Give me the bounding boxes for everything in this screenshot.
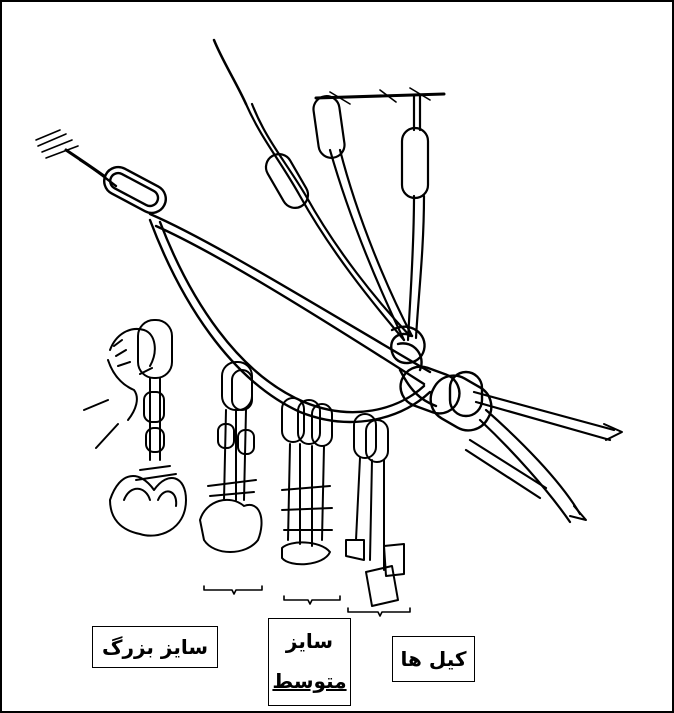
main-sling — [150, 214, 430, 422]
large-size-label: سایز بزرگ — [92, 626, 218, 668]
left-carabiner — [80, 160, 171, 218]
medium-right-cluster — [282, 398, 332, 564]
right-carabiners — [395, 361, 499, 438]
upper-slings — [246, 94, 428, 340]
hand — [84, 329, 155, 448]
size-brackets — [204, 586, 410, 616]
medium-left-cluster — [200, 362, 262, 552]
top-anchor — [214, 40, 246, 104]
key-label: کیل ها — [392, 636, 475, 682]
key-nut-cluster — [346, 414, 404, 606]
medium-size-label: سایز متوسط — [268, 618, 351, 706]
medium-size-label-line2: متوسط — [269, 661, 350, 701]
right-anchor — [316, 88, 444, 104]
medium-size-label-line1: سایز — [286, 629, 333, 653]
outgoing-slings — [466, 392, 622, 522]
